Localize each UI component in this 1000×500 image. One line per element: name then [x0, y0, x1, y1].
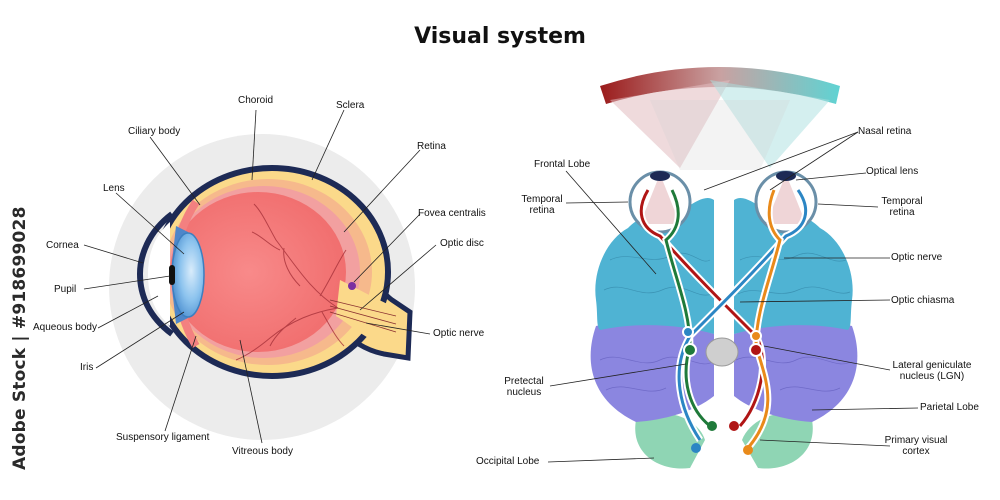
label-suspensory-ligament: Suspensory ligament: [116, 432, 210, 443]
label-lgn-line2: nucleus (LGN): [899, 371, 965, 382]
label-pupil: Pupil: [54, 284, 77, 295]
brain-leader-lines: [547, 131, 919, 463]
label-occipital-lobe: Occipital Lobe: [476, 456, 540, 467]
pretectal-right-dot: [750, 330, 762, 342]
lgn-right-dot: [749, 343, 763, 357]
thalamus-shape: [705, 337, 739, 367]
pathway-blue: [677, 189, 808, 441]
optic-nerve-fill: [336, 280, 400, 346]
label-optical-lens: Optical lens: [866, 166, 919, 177]
eye-cross-section: [109, 134, 415, 440]
label-optic-chiasma: Optic chiasma: [891, 295, 955, 306]
label-lens: Lens: [103, 183, 125, 194]
label-temporal-retina-left-line1: Temporal: [521, 194, 563, 205]
label-temporal-retina-left-line2: retina: [529, 205, 555, 216]
brain-diagram: [590, 67, 858, 469]
lens-shape: [171, 232, 205, 318]
brain-left-eye: [628, 170, 692, 234]
label-temporal-retina-left: Temporal retina: [518, 194, 566, 216]
lgn-left-dot: [683, 343, 697, 357]
label-primary-visual-cortex: Primary visual cortex: [878, 435, 954, 457]
label-frontal-lobe: Frontal Lobe: [534, 159, 591, 170]
optic-nerve-fibers: [329, 299, 397, 333]
label-optic-nerve-eye: Optic nerve: [433, 328, 485, 339]
pathway-green: [664, 189, 711, 428]
pathway-red: [639, 189, 764, 428]
visual-field-right: [710, 80, 830, 168]
label-parietal-lobe: Parietal Lobe: [920, 402, 979, 413]
page-title: Visual system: [414, 24, 586, 49]
label-lgn: Lateral geniculate nucleus (LGN): [884, 360, 980, 382]
label-temporal-retina-right-line1: Temporal: [881, 196, 923, 207]
label-fovea-centralis: Fovea centralis: [418, 208, 486, 219]
pupil-shape: [169, 265, 175, 285]
label-optic-nerve-brain: Optic nerve: [891, 252, 943, 263]
brain-gyri-texture-2: [599, 356, 851, 392]
label-primary-visual-line1: Primary visual: [884, 435, 948, 446]
label-sclera: Sclera: [336, 100, 365, 111]
label-pretectal-nucleus: Pretectal nucleus: [498, 376, 550, 398]
label-vitreous-body: Vitreous body: [232, 446, 293, 457]
label-pretectal-line1: Pretectal: [504, 376, 544, 387]
label-choroid: Choroid: [238, 95, 274, 106]
vitreous-body-shape: [170, 192, 346, 352]
visual-field-overlap: [650, 100, 790, 170]
aqueous-fill: [148, 222, 170, 326]
cortex-blue-dot: [691, 443, 701, 453]
label-temporal-retina-right: Temporal retina: [878, 196, 926, 218]
label-iris: Iris: [80, 362, 94, 373]
retinal-blood-vessels: [235, 203, 347, 361]
label-pretectal-line2: nucleus: [506, 387, 542, 398]
label-cornea: Cornea: [46, 240, 79, 251]
pretectal-left-dot: [682, 326, 694, 338]
label-retina: Retina: [417, 141, 446, 152]
label-optic-disc: Optic disc: [440, 238, 484, 249]
cortex-red-dot: [729, 421, 739, 431]
label-primary-visual-line2: cortex: [902, 446, 930, 457]
cortex-orange-dot: [743, 445, 753, 455]
occipital-lobe-left: [635, 413, 705, 469]
fovea-dot: [348, 282, 356, 290]
label-lgn-line1: Lateral geniculate: [892, 360, 972, 371]
cornea-shape: [136, 211, 174, 337]
visual-field-left: [610, 80, 730, 168]
cortex-green-dot: [707, 421, 717, 431]
label-nasal-retina: Nasal retina: [858, 126, 912, 137]
label-ciliary-body: Ciliary body: [128, 126, 181, 137]
eye-leader-lines: [83, 109, 437, 444]
pathway-orange: [746, 189, 782, 449]
label-aqueous-body: Aqueous body: [33, 322, 97, 333]
label-temporal-retina-right-line2: retina: [889, 207, 915, 218]
